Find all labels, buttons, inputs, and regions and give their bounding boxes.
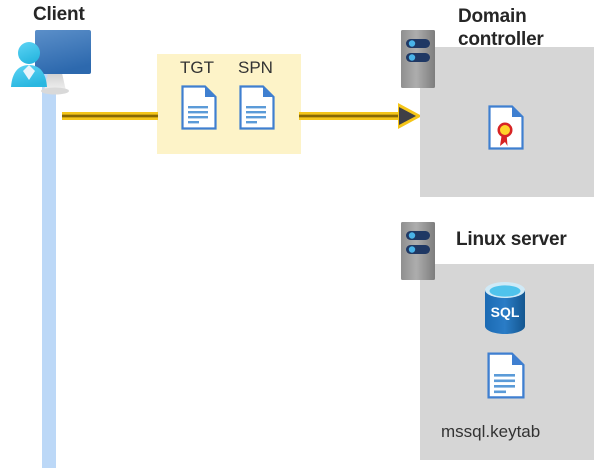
certificate-document-icon [488,105,524,150]
flow-arrow-line-right [299,112,405,120]
client-lifeline [42,70,56,468]
sql-database-text: SQL [491,304,520,320]
keytab-document-icon [487,352,525,399]
document-icon [239,85,275,130]
document-icon [181,85,217,130]
domain-controller-label: Domain controller [458,6,544,50]
server-rack-icon [401,30,435,88]
tgt-label: TGT [180,58,214,77]
flow-arrow-line-left [62,112,158,120]
server-rack-icon [401,222,435,280]
keytab-filename-label: mssql.keytab [441,422,541,441]
sql-database-icon: SQL [482,281,528,335]
spn-label: SPN [238,58,273,77]
client-monitor-user-icon [8,27,94,95]
arrow-right-icon [398,103,422,129]
client-label: Client [33,4,85,25]
token-highlight-box [157,54,301,154]
linux-server-label: Linux server [456,229,567,250]
